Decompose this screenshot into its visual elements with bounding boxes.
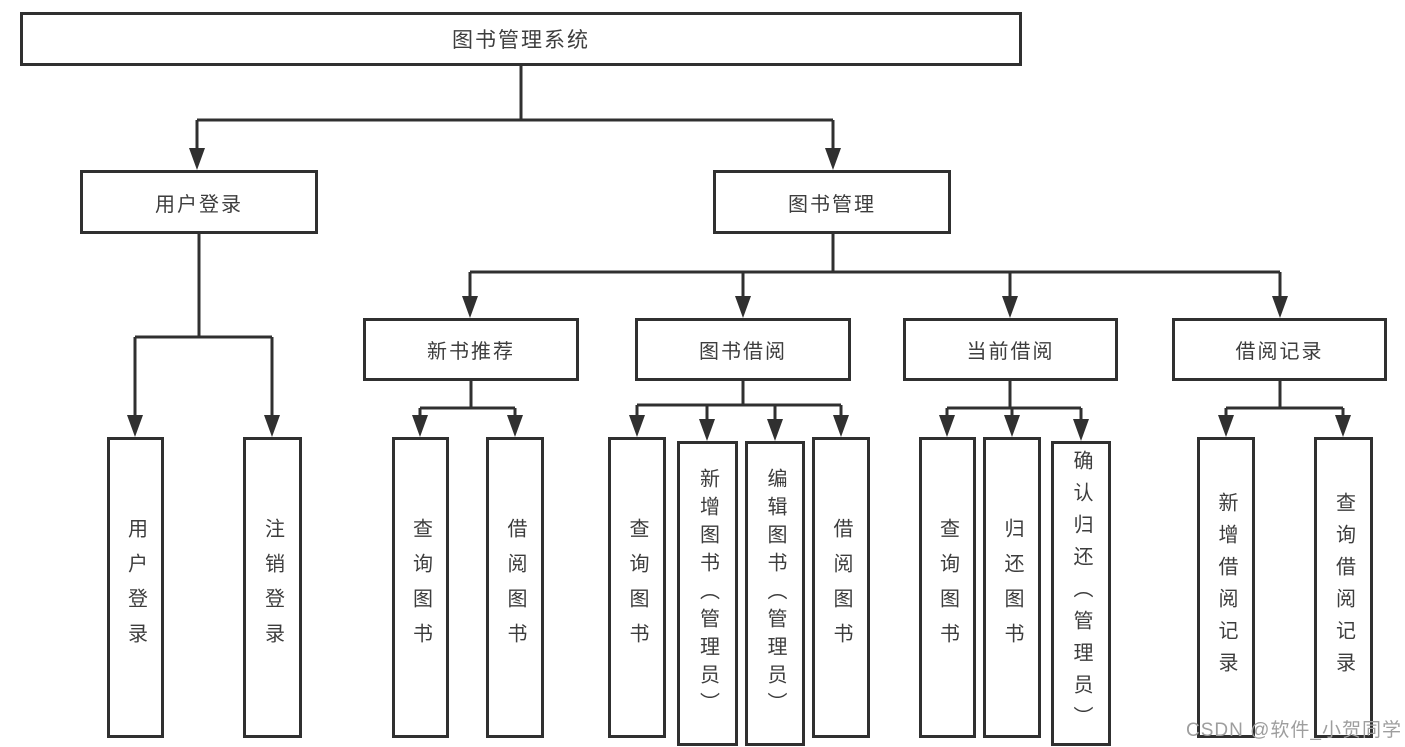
node-new-book-recommend: 新书推荐: [363, 318, 579, 381]
node-borrow-records-label: 借阅记录: [1235, 341, 1324, 363]
node-root-label: 图书管理系统: [452, 29, 590, 52]
leaf-add-book-admin-label: 新增图书（管理员）: [696, 467, 719, 720]
leaf-current-query-books: 查询图书: [919, 437, 976, 738]
leaf-add-book-admin: 新增图书（管理员）: [677, 441, 738, 746]
leaf-current-query-books-label: 查询图书: [936, 517, 959, 658]
leaf-add-borrow-record: 新增借阅记录: [1197, 437, 1255, 738]
leaf-user-login-label: 用户登录: [124, 517, 147, 658]
node-user-login: 用户登录: [80, 170, 318, 234]
leaf-recommend-borrow-books: 借阅图书: [486, 437, 544, 738]
connector-lines: [133, 66, 1345, 423]
node-book-borrow: 图书借阅: [635, 318, 851, 381]
leaf-recommend-query-books: 查询图书: [392, 437, 449, 738]
node-book-borrow-label: 图书借阅: [699, 341, 787, 363]
node-user-login-label: 用户登录: [155, 193, 243, 216]
leaf-add-borrow-record-label: 新增借阅记录: [1215, 491, 1237, 684]
node-current-borrow-label: 当前借阅: [966, 341, 1055, 363]
node-root: 图书管理系统: [20, 12, 1022, 66]
leaf-query-borrow-record: 查询借阅记录: [1314, 437, 1373, 738]
leaf-return-books-label: 归还图书: [1001, 517, 1023, 658]
leaf-recommend-borrow-books-label: 借阅图书: [504, 517, 526, 658]
leaf-confirm-return-admin-label: 确认归还（管理员）: [1070, 449, 1092, 738]
leaf-borrow-books: 借阅图书: [812, 437, 870, 738]
node-book-management: 图书管理: [713, 170, 951, 234]
leaf-borrow-query-books-label: 查询图书: [626, 517, 648, 658]
leaf-logout-label: 注销登录: [261, 517, 284, 658]
leaf-edit-book-admin-label: 编辑图书（管理员）: [764, 467, 786, 720]
leaf-logout: 注销登录: [243, 437, 302, 738]
leaf-borrow-query-books: 查询图书: [608, 437, 666, 738]
leaf-confirm-return-admin: 确认归还（管理员）: [1051, 441, 1111, 746]
node-borrow-records: 借阅记录: [1172, 318, 1387, 381]
leaf-edit-book-admin: 编辑图书（管理员）: [745, 441, 805, 746]
node-book-management-label: 图书管理: [788, 193, 876, 216]
leaf-return-books: 归还图书: [983, 437, 1041, 738]
watermark-text: CSDN @软件_小贺同学: [1186, 720, 1402, 741]
leaf-query-borrow-record-label: 查询借阅记录: [1332, 491, 1355, 684]
node-current-borrow: 当前借阅: [903, 318, 1118, 381]
leaf-recommend-query-books-label: 查询图书: [409, 517, 432, 658]
leaf-borrow-books-label: 借阅图书: [830, 517, 852, 658]
node-new-book-recommend-label: 新书推荐: [427, 341, 515, 363]
leaf-user-login: 用户登录: [107, 437, 164, 738]
